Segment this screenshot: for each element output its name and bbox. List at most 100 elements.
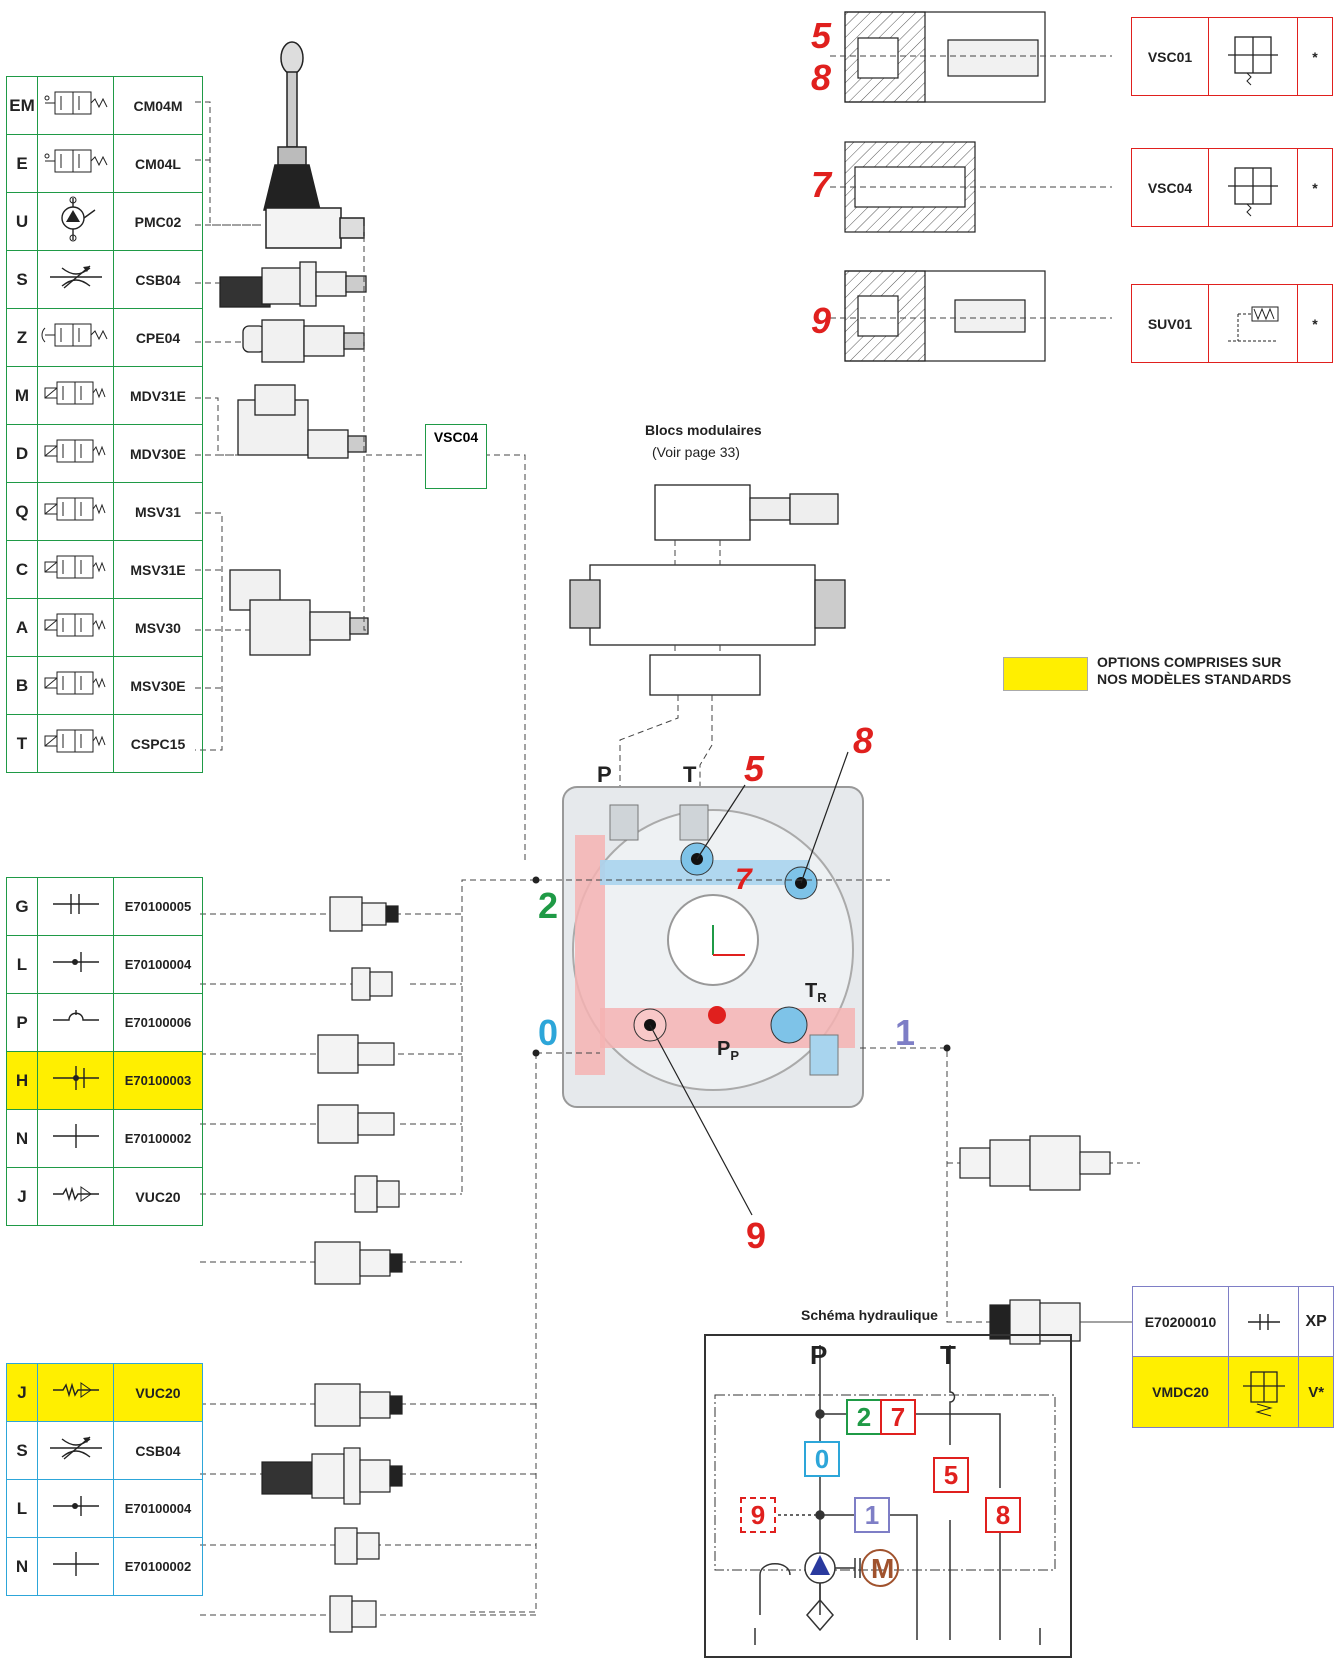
option-vsc01[interactable]: VSC01 *: [1131, 17, 1333, 96]
manual-lever-valve-icon: [37, 134, 114, 193]
modular-blocs-drawing: [569, 484, 846, 696]
row-part-number: MSV31: [113, 482, 203, 541]
row-part-number: CSB04: [113, 250, 203, 309]
block-port-0: 0: [538, 1012, 559, 1053]
option-name: VMDC20: [1133, 1357, 1230, 1427]
table-row[interactable]: A MSV30: [6, 598, 203, 657]
hydraulic-schema-drawing: [714, 1345, 1056, 1645]
solenoid-valve-icon: [37, 598, 114, 657]
table-row[interactable]: B MSV30E: [6, 656, 203, 715]
schema-motor: M: [871, 1553, 895, 1584]
row-code: U: [6, 192, 38, 251]
row-code: N: [6, 1109, 38, 1168]
port-label-pp: PP: [717, 1038, 740, 1063]
row-part-number: MSV30E: [113, 656, 203, 715]
plug-icon: [1229, 1287, 1300, 1357]
port-label-p: P: [597, 762, 612, 787]
vsc04-tag[interactable]: VSC04: [425, 424, 487, 489]
port-number-5: 5: [811, 15, 832, 56]
table-row[interactable]: N E70100002: [6, 1109, 203, 1168]
row-code: C: [6, 540, 38, 599]
block-port-1: 1: [895, 1012, 916, 1053]
table-row[interactable]: C MSV31E: [6, 540, 203, 599]
option-code: VSC04: [1132, 149, 1209, 226]
block-port-8: 8: [853, 720, 874, 761]
row-code: L: [6, 1479, 38, 1538]
schema-box-5: 5: [933, 1457, 969, 1493]
option-code: V*: [1308, 1383, 1325, 1401]
row-part-number: PMC02: [113, 192, 203, 251]
legend-swatch: [1003, 657, 1088, 691]
option-e70200010[interactable]: E70200010 XP: [1132, 1286, 1334, 1358]
schema-t: T: [940, 1340, 956, 1370]
row-part-number: MSV30: [113, 598, 203, 657]
option-vsc04[interactable]: VSC04 *: [1131, 148, 1333, 227]
schema-p: P: [810, 1340, 828, 1370]
row-code: B: [6, 656, 38, 715]
row-part-number: MSV31E: [113, 540, 203, 599]
table-row[interactable]: Z CPE04: [6, 308, 203, 367]
row-code: N: [6, 1537, 38, 1596]
row-code: A: [6, 598, 38, 657]
option-star: *: [1312, 315, 1318, 332]
table-row[interactable]: N E70100002: [6, 1537, 203, 1596]
port-label-tr: TR: [805, 980, 827, 1005]
option-name: E70200010: [1133, 1287, 1230, 1357]
legend-line-2: NOS MODÈLES STANDARDS: [1097, 671, 1292, 687]
hydraulic-symbol-icon: [37, 1363, 114, 1422]
schema-box-2: 2: [846, 1399, 882, 1435]
solenoid-valve-icon: [37, 424, 114, 483]
flow-control-icon: [37, 250, 114, 309]
solenoid-valve-icon: [37, 366, 114, 425]
port-number-9: 9: [811, 300, 832, 341]
hydraulic-symbol-icon: [37, 1167, 114, 1226]
option-suv01[interactable]: SUV01 *: [1131, 284, 1333, 363]
port-number-7: 7: [811, 164, 832, 205]
legend-text: OPTIONS COMPRISES SUR NOS MODÈLES STANDA…: [1097, 654, 1291, 688]
hydraulic-symbol-icon: [37, 935, 114, 994]
table-row[interactable]: U PMC02: [6, 192, 203, 251]
solenoid-valve-icon: [37, 482, 114, 541]
row-part-number: VUC20: [113, 1363, 203, 1422]
block-port-5: 5: [744, 748, 765, 789]
schema-box-9: 9: [740, 1497, 776, 1533]
row-part-number: E70100004: [113, 1479, 203, 1538]
row-part-number: CPE04: [113, 308, 203, 367]
row-part-number: E70100004: [113, 935, 203, 994]
row-code: J: [6, 1167, 38, 1226]
row-part-number: MDV30E: [113, 424, 203, 483]
hydraulic-symbol-icon: [37, 1537, 114, 1596]
solenoid-valve-icon: [37, 714, 114, 773]
option-star: *: [1312, 48, 1318, 65]
hand-pump-icon: [37, 192, 114, 251]
manual-lever-valve-icon: [37, 76, 114, 135]
table-row[interactable]: Q MSV31: [6, 482, 203, 541]
block-port-9: 9: [746, 1215, 767, 1256]
row-code: Q: [6, 482, 38, 541]
blocs-subtitle: (Voir page 33): [652, 444, 740, 460]
block-port-2: 2: [538, 885, 559, 926]
row-code: Z: [6, 308, 38, 367]
option-code: XP: [1305, 1313, 1327, 1330]
table-row[interactable]: L E70100004: [6, 1479, 203, 1538]
row-part-number: E70100002: [113, 1109, 203, 1168]
table-row[interactable]: L E70100004: [6, 935, 203, 994]
row-part-number: E70100002: [113, 1537, 203, 1596]
option-vmdc20[interactable]: VMDC20 V*: [1132, 1356, 1334, 1428]
schema-box-7: 7: [880, 1399, 916, 1435]
row-code: L: [6, 935, 38, 994]
